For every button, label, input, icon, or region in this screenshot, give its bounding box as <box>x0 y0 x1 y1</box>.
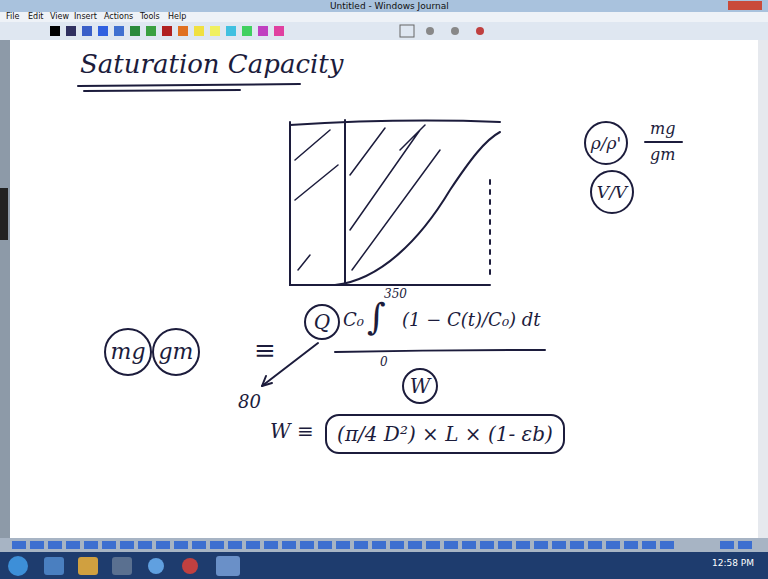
page-segments <box>12 541 752 549</box>
boxed-expression: (π/4 D²) × L × (1- εb) <box>325 414 565 454</box>
circled-term: Q <box>304 304 340 340</box>
handwritten-text: (π/4 D²) × L × (1- εb) <box>337 423 553 445</box>
menu-item: Insert <box>74 12 97 21</box>
dashed-marker <box>489 180 491 275</box>
saturation-line <box>290 121 500 125</box>
handwritten-text: W <box>410 375 431 397</box>
weight-symbol: W ≡ <box>270 420 314 443</box>
close-button <box>728 1 762 10</box>
s-curve <box>335 132 500 285</box>
title-underline <box>78 84 300 91</box>
handwritten-text: gm <box>159 340 194 364</box>
taskbar <box>0 552 768 579</box>
time-marker <box>344 120 346 285</box>
unit-numerator: mg <box>650 120 675 138</box>
pen-swatches <box>50 25 484 37</box>
breakthrough-curve <box>78 84 682 386</box>
hatching <box>295 125 440 270</box>
equation-underline <box>335 350 545 352</box>
menu-item: Tools <box>140 12 160 21</box>
arrow-head <box>262 376 272 386</box>
window-title: Untitled - Windows Journal <box>330 1 449 11</box>
page <box>10 40 758 538</box>
page-strip <box>0 538 768 552</box>
integral-sign: ∫ <box>367 296 386 337</box>
title-bar <box>0 0 768 12</box>
integrand: (1 − C(t)/C₀) dt <box>402 310 541 331</box>
taskbar-icons <box>8 556 240 576</box>
menu-item: Actions <box>104 12 133 21</box>
left-margin <box>0 40 10 538</box>
menu-bar <box>0 12 768 22</box>
page-heading: Saturation Capacity <box>80 50 343 80</box>
lower-limit: 0 <box>380 356 388 370</box>
menu-item: Edit <box>28 12 44 21</box>
page-tab <box>0 188 8 240</box>
handwritten-text: Q <box>314 311 330 333</box>
handwritten-text: mg <box>111 340 146 364</box>
handwritten-text: ρ/ρ' <box>591 134 621 153</box>
clock: 12:58 PM <box>712 558 754 568</box>
unit-denominator: gm <box>650 146 675 164</box>
menu-item: View <box>50 12 69 21</box>
menu-item: File <box>6 12 19 21</box>
equivalence-sign: ≡ <box>254 336 276 366</box>
upper-limit: 350 <box>384 288 407 302</box>
circled-term: V/V <box>590 170 634 214</box>
toolbar <box>0 22 768 40</box>
scroll-bar <box>758 40 768 538</box>
menu-item: Help <box>168 12 186 21</box>
fraction-bar <box>645 141 682 143</box>
handwritten-text: V/V <box>597 183 627 202</box>
circled-term: W <box>402 368 438 404</box>
result-value: 80 <box>238 392 261 413</box>
circled-term: ρ/ρ' <box>584 121 628 165</box>
concentration-term: C₀ <box>343 310 364 331</box>
